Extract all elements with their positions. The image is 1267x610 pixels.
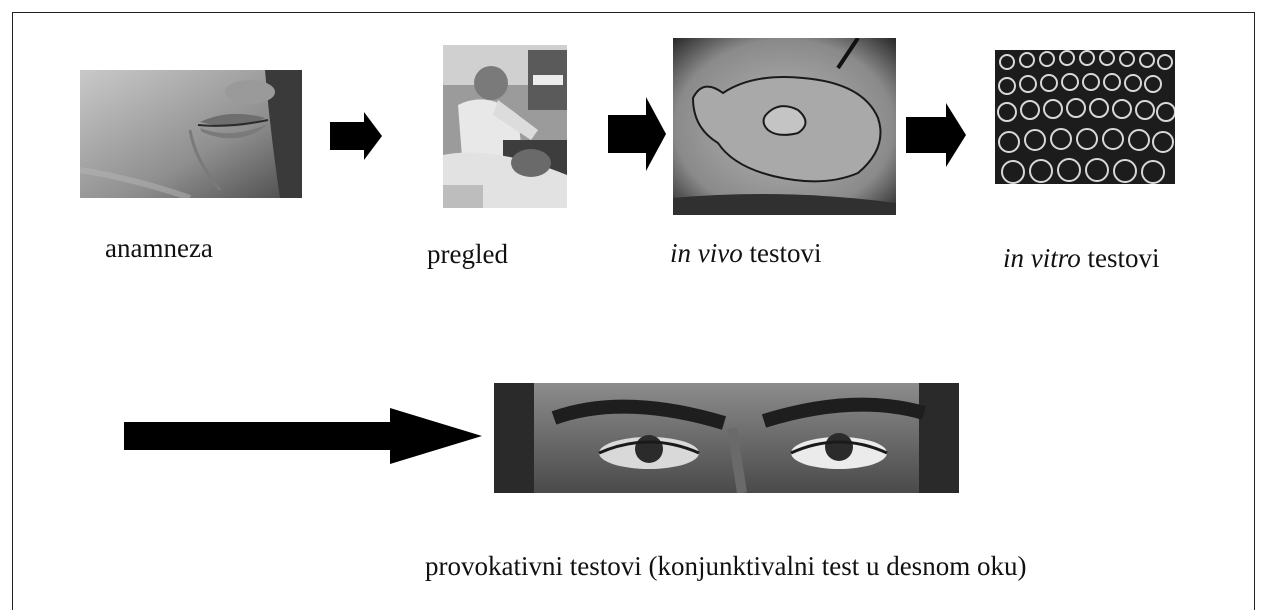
- eyes-photo: [494, 383, 959, 493]
- caption-pregled: pregled: [427, 241, 508, 268]
- right-arrow-icon: [330, 112, 382, 160]
- examination-photo: [443, 45, 567, 208]
- lips-photo: [80, 70, 302, 198]
- right-arrow-icon: [608, 97, 666, 171]
- caption-in-vivo: in vivo testovi: [670, 240, 821, 267]
- right-arrow-icon: [906, 103, 966, 167]
- caption-in-vitro: in vitro testovi: [1003, 245, 1160, 272]
- caption-provokativni: provokativni testovi (konjunktivalni tes…: [425, 553, 1026, 580]
- skin-test-photo: [673, 38, 896, 215]
- caption-anamneza: anamneza: [105, 235, 213, 262]
- right-arrow-icon: [124, 408, 482, 464]
- microplate-photo: [995, 50, 1175, 184]
